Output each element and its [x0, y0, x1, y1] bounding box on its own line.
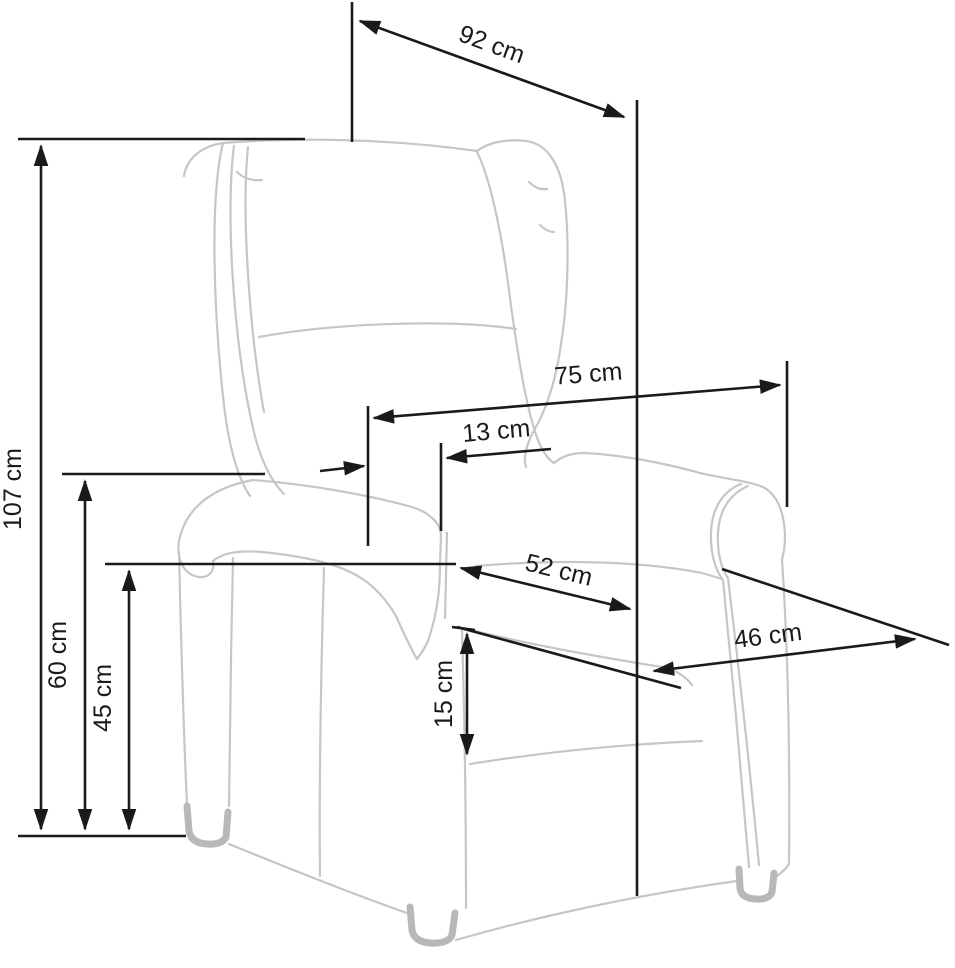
dimension-arrow-total-depth — [358, 19, 626, 119]
chair-right-armrest-roll-outer — [761, 485, 787, 561]
chair-backrest-top-edge — [182, 138, 479, 178]
chair-base-bottom-edge-center — [454, 879, 739, 942]
chair-upholstery-crease-2 — [527, 180, 549, 191]
chair-footrest-seam — [468, 739, 704, 766]
chair-right-side-seam-b — [726, 576, 761, 867]
extension-line-seat-depth-right — [721, 567, 950, 647]
chair-front-left-leg — [183, 802, 232, 848]
chair-back-right-leg — [735, 865, 778, 903]
dim-label-total-height: 107 cm — [0, 448, 27, 530]
dimension-arrow-total-width — [372, 379, 782, 424]
chair-left-front-corner-edge — [227, 556, 235, 808]
chair-right-wing-inner-edge — [475, 150, 556, 465]
chair-upholstery-crease-3 — [538, 223, 556, 234]
dim-label-armrest-height: 60 cm — [44, 621, 72, 689]
chair-left-armrest-inner-edge — [211, 550, 419, 661]
chair-left-armrest-outer-edge — [251, 478, 443, 661]
chair-back-cushion-seam-inner — [244, 145, 266, 414]
chair-front-panel-seam — [318, 566, 326, 878]
chair-right-armrest-scroll-inner-a — [709, 482, 743, 582]
chair-right-side-seam-a — [721, 578, 751, 869]
chair-seat-back-seam — [474, 560, 724, 581]
chair-headrest-right-wing-outer — [475, 139, 569, 469]
chair-front-center-leg — [406, 903, 459, 947]
extension-line-seat-depth-left — [456, 625, 682, 690]
dimension-arrow-armrest-width-left — [319, 461, 366, 476]
dim-label-base-height: 15 cm — [430, 660, 458, 728]
dim-label-armrest-width: 13 cm — [461, 414, 531, 448]
dimension-arrow-armrest-width-right — [445, 447, 552, 464]
extension-tick-base-height — [451, 625, 476, 632]
chair-upholstery-crease-1 — [235, 170, 264, 182]
chair-left-armrest-scroll-front — [177, 478, 255, 579]
dimension-arrow-seat-width — [459, 565, 632, 612]
chair-headrest-bottom-seam — [257, 322, 518, 339]
dim-label-total-width: 75 cm — [553, 357, 623, 390]
armchair-line-drawing — [177, 138, 791, 947]
chair-base-bottom-edge-right — [774, 862, 791, 879]
chair-right-armrest-top-edge — [552, 451, 765, 489]
chair-base-bottom-edge-left — [227, 842, 409, 915]
chair-left-armrest-back-seam — [443, 531, 449, 620]
dim-label-total-depth: 92 cm — [455, 20, 529, 70]
dimension-arrow-seat-depth — [652, 634, 917, 676]
dim-label-seat-height: 45 cm — [89, 664, 117, 732]
chair-backrest-left-edge — [213, 141, 252, 498]
chair-left-side-front-edge — [177, 550, 189, 806]
chair-back-cushion-seam-left — [229, 144, 286, 496]
chair-front-corner-edge — [460, 628, 468, 910]
dimension-lines — [18, 2, 950, 896]
dim-label-seat-depth: 46 cm — [733, 618, 804, 654]
dimension-labels: 92 cm 107 cm 60 cm 45 cm 75 cm 13 cm 52 … — [0, 20, 804, 732]
chair-right-armrest-scroll-inner-b — [716, 484, 750, 580]
chair-right-side-edge — [780, 557, 791, 866]
